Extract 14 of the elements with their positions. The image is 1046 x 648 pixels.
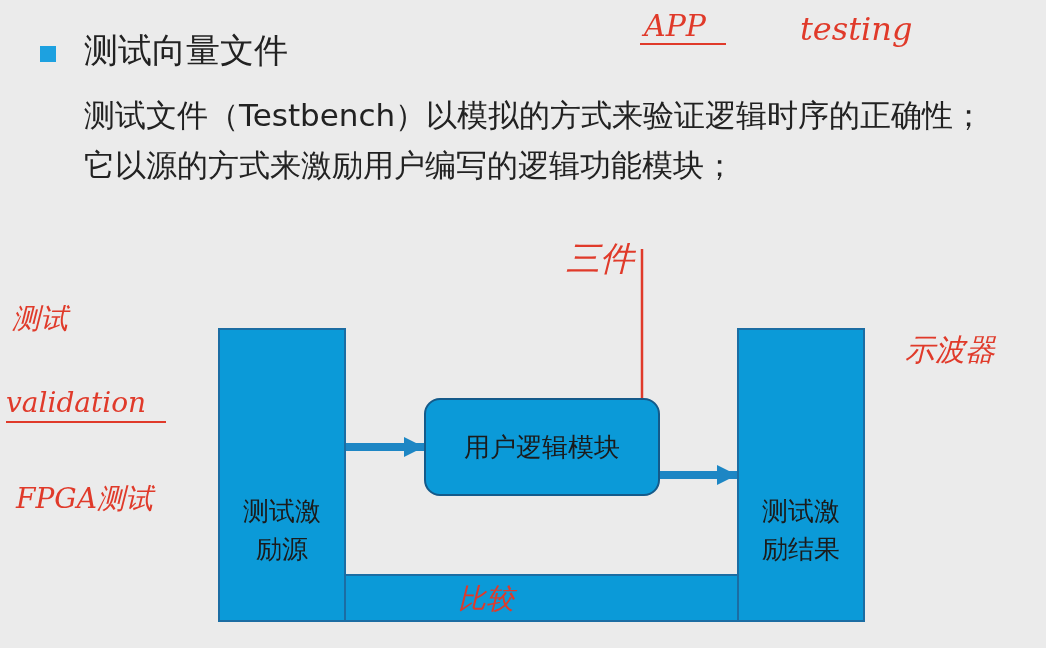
arrow <box>660 465 737 485</box>
column-bar: 测试激励结果 <box>737 328 865 622</box>
process-box: 用户逻辑模块 <box>424 398 660 496</box>
handwritten-note: 三件 <box>540 234 660 284</box>
handwritten-note: 示波器 <box>905 331 995 369</box>
heading: 测试向量文件 <box>84 29 288 72</box>
connecting-bar <box>344 574 739 622</box>
leader-line <box>640 249 644 398</box>
arrow <box>346 437 424 457</box>
column-bar: 测试激励源 <box>218 328 346 622</box>
handwritten-note: validation <box>6 386 167 423</box>
body-text: 测试文件（Testbench）以模拟的方式来验证逻辑时序的正确性；它以源的方式来激励用户编写的逻辑功能模块； <box>84 96 986 185</box>
handwritten-note: testing <box>800 10 913 48</box>
handwritten-note: APP <box>640 8 727 45</box>
